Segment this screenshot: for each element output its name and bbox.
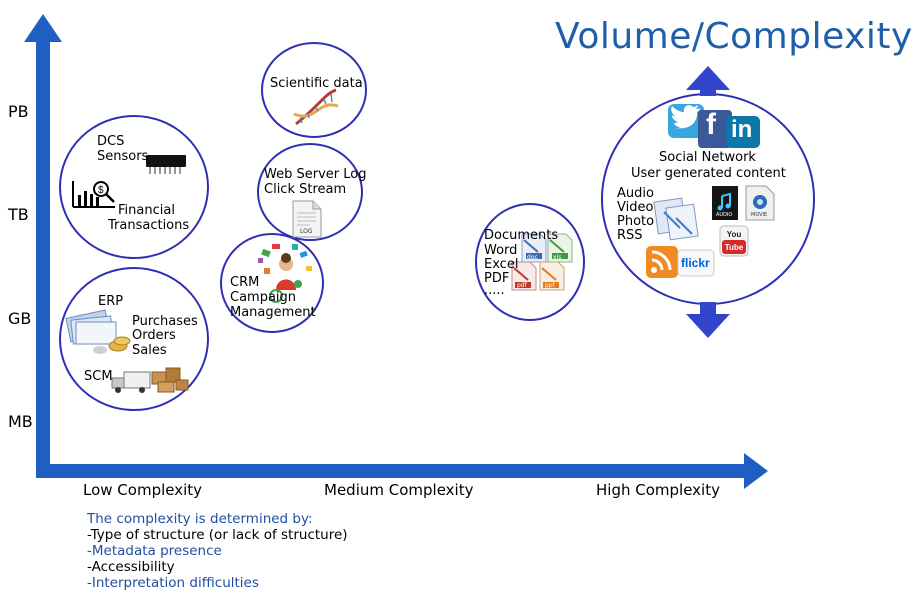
xls-icon-label: xls [553, 254, 562, 261]
y-label-pb: PB [8, 102, 29, 121]
dna-icon [293, 88, 339, 126]
linkedin-icon [726, 116, 760, 148]
pdf-icon-label: pdf [517, 282, 527, 289]
photo-files-icon [653, 197, 699, 241]
financial-chart-icon: $ [72, 181, 115, 208]
chip-icon [146, 155, 186, 174]
footer-item-accessibility: -Accessibility [87, 559, 175, 575]
rss-label: RSS [617, 228, 643, 243]
twitter-icon [668, 104, 704, 138]
footer-heading: The complexity is determined by: [87, 511, 313, 527]
x-label-medium: Medium Complexity [324, 481, 474, 499]
bubble-documents [475, 203, 585, 321]
video-label: Video [617, 200, 654, 215]
financial-label: Financial [118, 203, 175, 218]
youtube-icon [719, 225, 749, 257]
truck-icon [111, 367, 189, 393]
footer-item-interpretation: -Interpretation difficulties [87, 575, 259, 591]
orders-label: Orders [132, 328, 176, 343]
campaign-label: Campaign [230, 290, 297, 305]
y-axis-arrowhead [24, 14, 62, 42]
documents-label: Documents [484, 228, 559, 243]
x-label-high: High Complexity [596, 481, 720, 499]
crm-people-icon [258, 244, 312, 303]
bubble-dcs-financial [59, 115, 209, 259]
movie-icon-label: MOVIE [751, 212, 768, 218]
sales-label: Sales [132, 343, 167, 358]
x-axis [36, 453, 768, 489]
svg-text:$: $ [98, 185, 104, 196]
footer-item-metadata: -Metadata presence [87, 543, 222, 559]
rss-icon [646, 246, 678, 278]
bubble-scientific [261, 42, 367, 138]
excel-label: Excel [484, 257, 519, 272]
photo-label: Photo [617, 214, 655, 229]
x-axis-arrowhead [744, 453, 768, 489]
movie-file-icon [745, 185, 775, 221]
bubble-weblog [257, 143, 363, 241]
flickr-label: flickr [681, 256, 710, 270]
audio-label: Audio [617, 186, 654, 201]
y-label-tb: TB [8, 205, 29, 224]
purchases-label: Purchases [132, 314, 198, 329]
flickr-icon [677, 249, 715, 277]
doc-file-icon [521, 233, 547, 263]
log-file-icon [292, 200, 322, 238]
xls-file-icon [547, 233, 573, 263]
pdf-file-icon [511, 261, 537, 291]
volume-down-arrow-icon [686, 302, 730, 338]
dcs-label: DCS [97, 134, 125, 149]
user-generated-content-label: User generated content [631, 166, 786, 181]
page-title: Volume/Complexity [555, 16, 913, 57]
social-network-label: Social Network [659, 150, 756, 165]
scientific-data-label: Scientific data [270, 76, 363, 91]
facebook-glyph: f [706, 108, 716, 141]
erp-label: ERP [98, 294, 124, 309]
erp-documents-icon [65, 309, 131, 354]
volume-up-arrow-icon [686, 66, 730, 96]
youtube-tube: Tube [724, 243, 744, 252]
ppt-file-icon [539, 261, 565, 291]
sensors-label: Sensors [97, 149, 149, 164]
y-label-gb: GB [8, 309, 32, 328]
footer-item-structure: -Type of structure (or lack of structure… [87, 527, 348, 543]
web-server-log-label: Web Server Log [264, 167, 367, 182]
doc-icon-label: doc [527, 254, 538, 261]
audio-icon-label: AUDIO [716, 212, 733, 218]
pdf-label: PDF [484, 271, 510, 286]
y-label-mb: MB [8, 412, 33, 431]
scm-label: SCM [84, 369, 113, 384]
youtube-you: You [726, 230, 742, 239]
linkedin-glyph: in [731, 116, 753, 143]
word-label: Word [484, 243, 518, 258]
crm-label: CRM [230, 275, 260, 290]
y-axis [24, 14, 62, 478]
x-label-low: Low Complexity [83, 481, 203, 499]
facebook-icon [698, 110, 732, 148]
management-label: Management [230, 305, 316, 320]
transactions-label: Transactions [108, 218, 190, 233]
bubble-erp-scm [59, 267, 209, 411]
ellipsis-label: ..... [484, 283, 505, 298]
bubble-crm [220, 233, 324, 333]
ppt-icon-label: ppt [545, 282, 555, 289]
click-stream-label: Click Stream [264, 182, 347, 197]
audio-file-icon [712, 186, 738, 220]
log-icon-label: LOG [300, 228, 313, 235]
